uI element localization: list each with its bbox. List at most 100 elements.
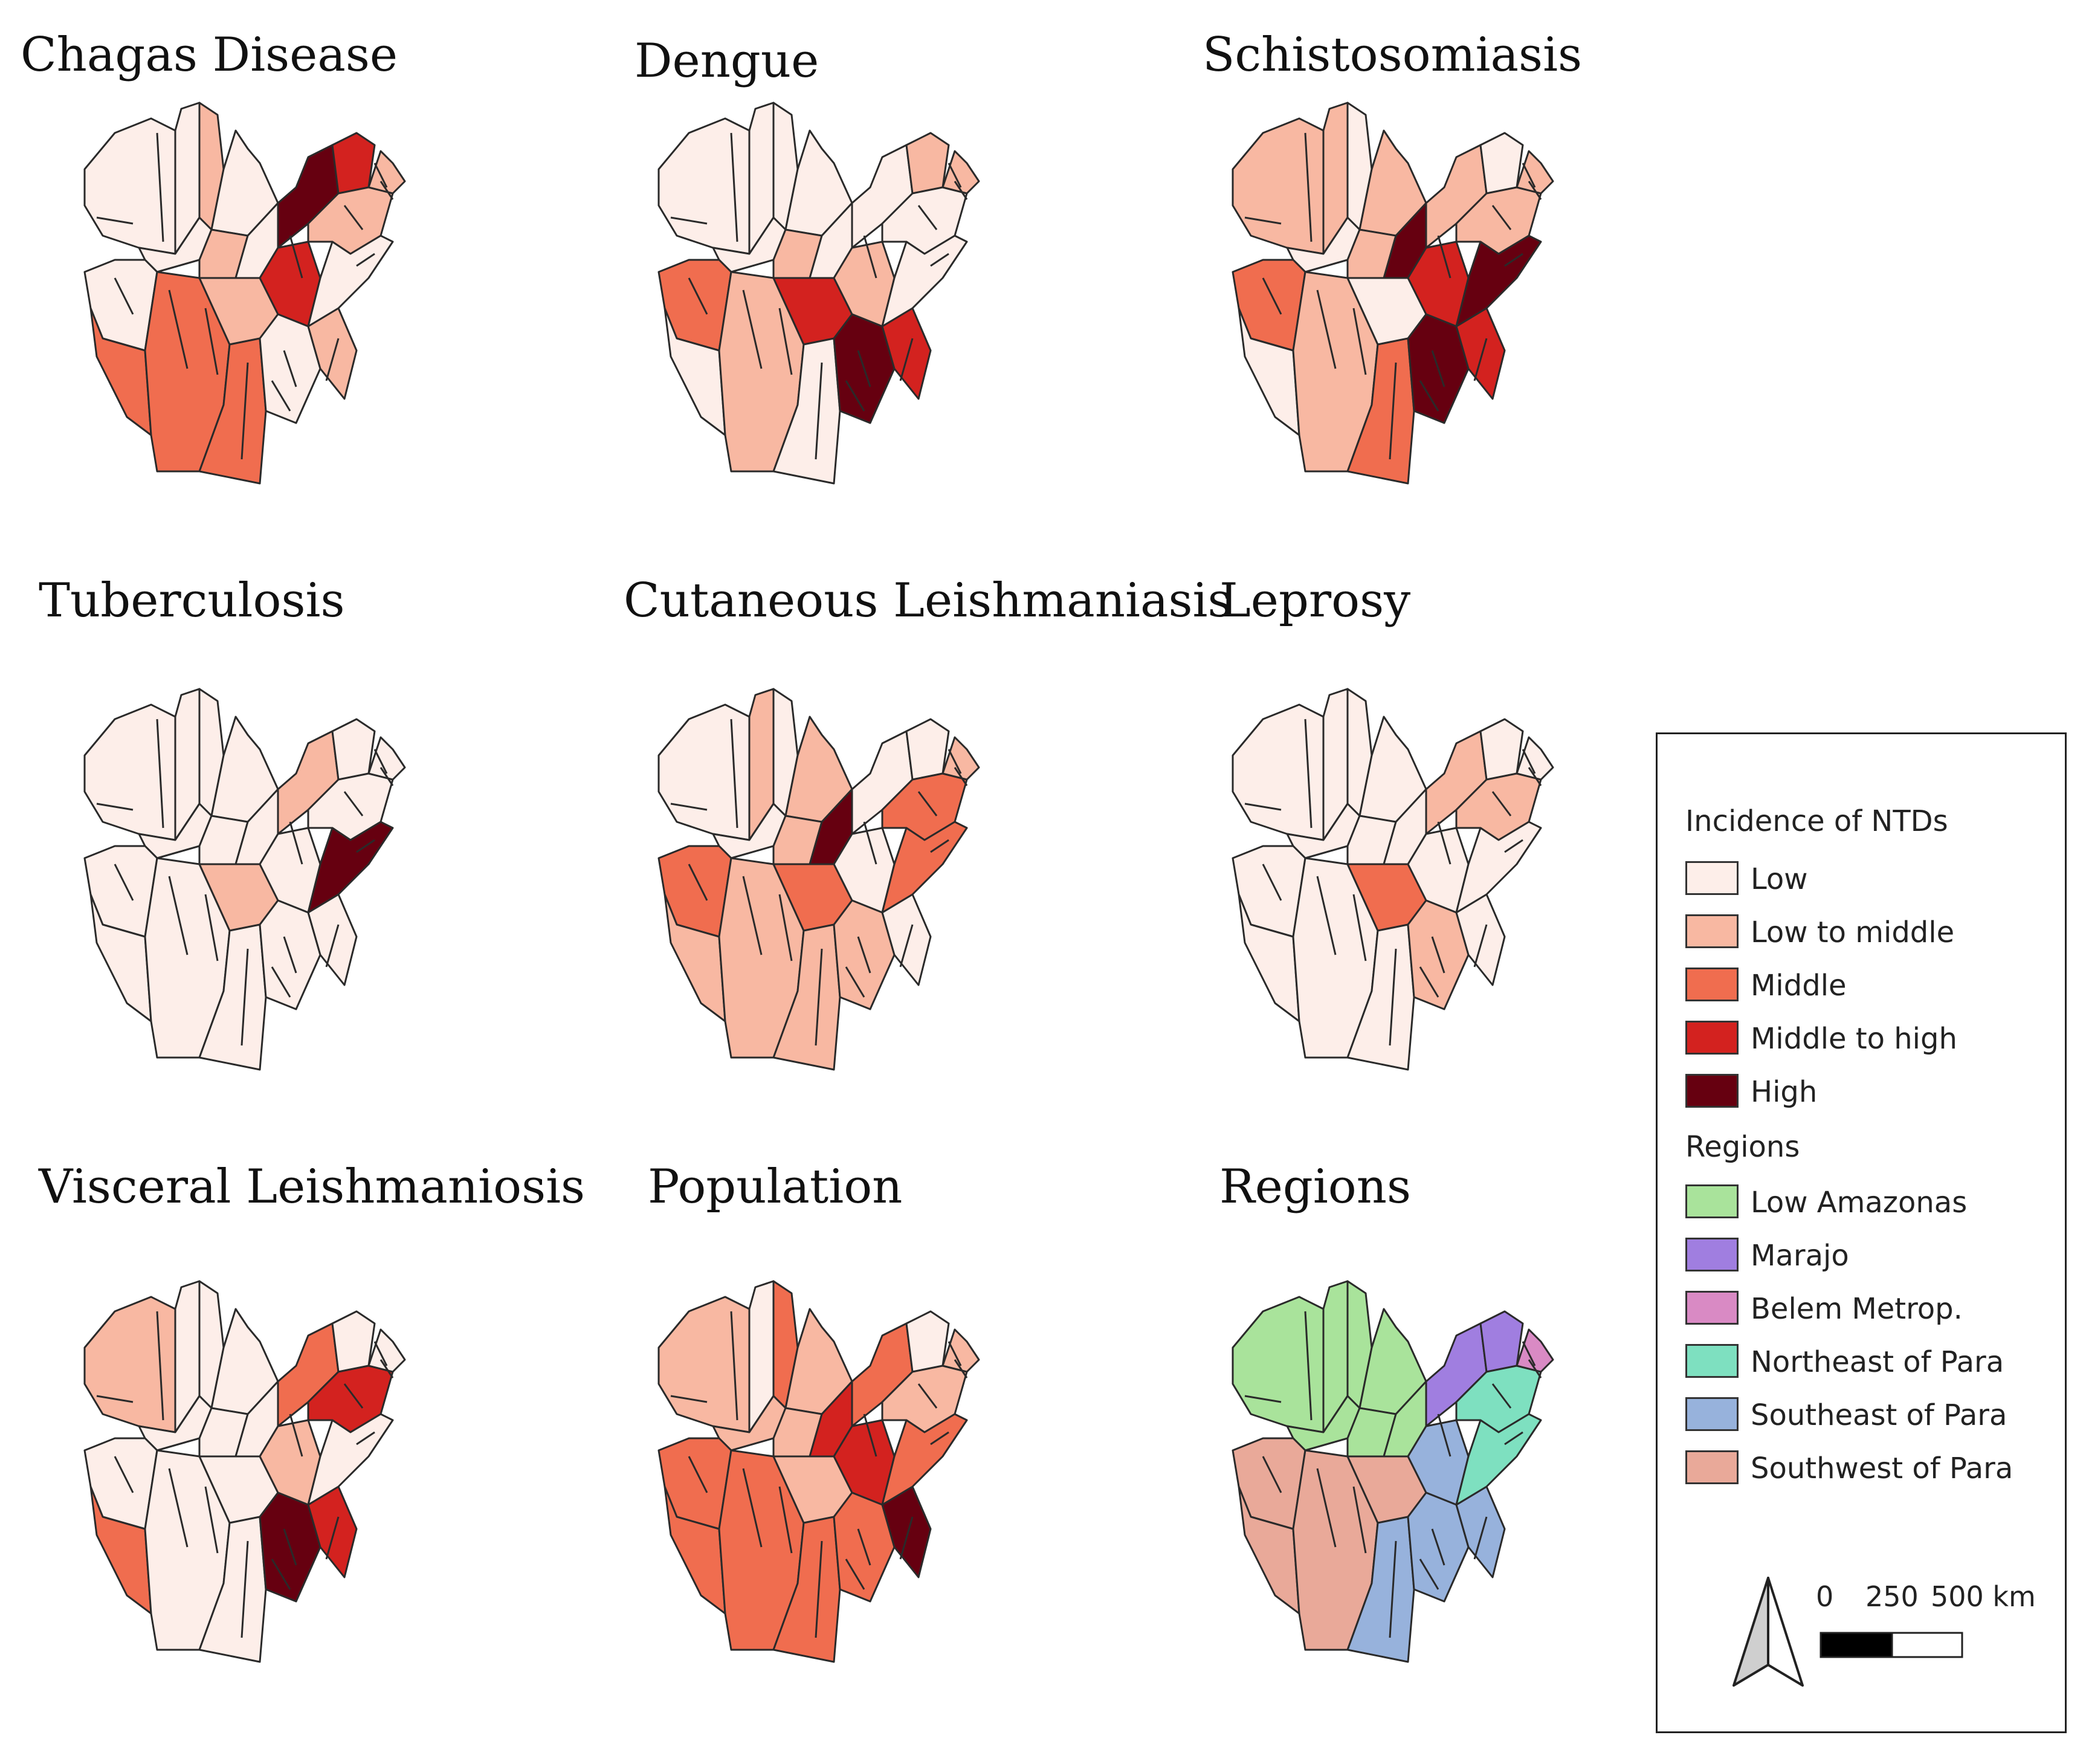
municipality-border [204,308,219,375]
municipality-border [1528,1359,1542,1378]
municipality-border [1522,163,1536,188]
municipality-border [356,839,375,853]
municipality-border [325,338,340,381]
municipality-border [1504,1431,1523,1446]
municipality-zone [83,1296,176,1433]
municipality-border [168,289,189,369]
municipality-border [778,894,793,961]
municipality-border [325,924,340,968]
municipality-border [168,876,189,955]
municipality-border [289,821,303,865]
municipality-zone [657,703,751,841]
municipality-border [930,253,949,267]
municipality-zone [664,893,726,1023]
municipality-border [283,936,297,974]
municipality-border [343,1383,364,1409]
municipality-border [1473,1516,1488,1560]
map-chagas [83,102,406,485]
municipality-border [899,338,914,381]
municipality-zone [881,234,968,328]
municipality-border [688,277,708,315]
municipality-border [1431,350,1445,387]
municipality-zone [1479,1310,1524,1373]
municipality-zone [307,1413,394,1506]
legend-swatch [1685,1397,1739,1431]
municipality-border [1522,1341,1536,1366]
municipality-zone [881,1413,968,1506]
municipality-zone [83,703,176,841]
scale-bar [1820,1632,1963,1658]
municipality-border [168,1468,189,1548]
municipality-border [1419,1559,1439,1590]
scale-label-end: 500 km [1931,1580,2036,1613]
legend-label: Southwest of Para [1751,1452,2013,1485]
legend-label: Low to middle [1751,916,1955,949]
municipality-zone [89,893,152,1023]
municipality-border [343,205,364,230]
municipality-border [917,205,938,230]
municipality-border [845,966,865,998]
legend-label: Marajo [1751,1239,1849,1273]
legend-swatch [1685,1238,1739,1271]
map-cutaneous-leishmaniasis [657,688,980,1071]
municipality-border [845,1559,865,1590]
municipality-zone [1238,307,1300,436]
municipality-border [1304,132,1313,242]
legend-swatch [1685,861,1739,895]
municipality-border [114,277,134,315]
municipality-border [863,1413,877,1457]
map-population [657,1280,980,1663]
panel-title-schistosomiasis: Schistosomiasis [1203,28,1583,82]
municipality-zone [331,718,376,781]
municipality-border [356,1431,375,1446]
legend-label: Northeast of Para [1751,1345,2004,1379]
municipality-border [1244,1395,1282,1403]
municipality-border [948,163,962,188]
municipality-zone [307,821,394,914]
municipality-border [730,719,738,829]
municipality-border [815,362,823,460]
legend-label: Southeast of Para [1751,1398,2007,1432]
municipality-border [1262,1456,1282,1493]
municipality-border [379,767,394,786]
municipality-zone [1238,1485,1300,1615]
municipality-border [1419,380,1439,412]
municipality-border [373,1341,388,1366]
municipality-zone [1479,718,1524,781]
municipality-border [857,1528,871,1566]
municipality-border [241,948,249,1046]
municipality-border [1528,767,1542,786]
legend-swatch [1685,1344,1739,1378]
legend-heading-incidence: Incidence of NTDs [1685,804,1948,838]
municipality-border [1522,749,1536,774]
legend: Incidence of NTDs Low Low to middle Midd… [1656,732,2067,1733]
municipality-border [204,1486,219,1554]
municipality-border [96,803,134,811]
municipality-border [845,380,865,412]
legend-swatch [1685,1450,1739,1484]
municipality-border [1262,277,1282,315]
municipality-zone [331,1310,376,1373]
municipality-border [204,894,219,961]
legend-label: Low [1751,862,1808,896]
municipality-border [1437,1413,1451,1457]
municipality-border [325,1516,340,1560]
municipality-border [1316,876,1337,955]
municipality-zone [1455,821,1542,914]
municipality-border [343,791,364,816]
municipality-border [688,1456,708,1493]
municipality-border [1491,791,1512,816]
municipality-border [1316,1468,1337,1548]
municipality-border [899,1516,914,1560]
municipality-border [1437,235,1451,279]
municipality-border [1304,1311,1313,1421]
map-leprosy [1232,688,1554,1071]
municipality-border [1244,803,1282,811]
municipality-border [742,289,763,369]
legend-swatch [1685,968,1739,1001]
municipality-border [688,864,708,901]
municipality-border [917,791,938,816]
panel-title-tuberculosis: Tuberculosis [39,573,345,628]
panel-title-chagas: Chagas Disease [21,28,398,82]
municipality-border [730,132,738,242]
